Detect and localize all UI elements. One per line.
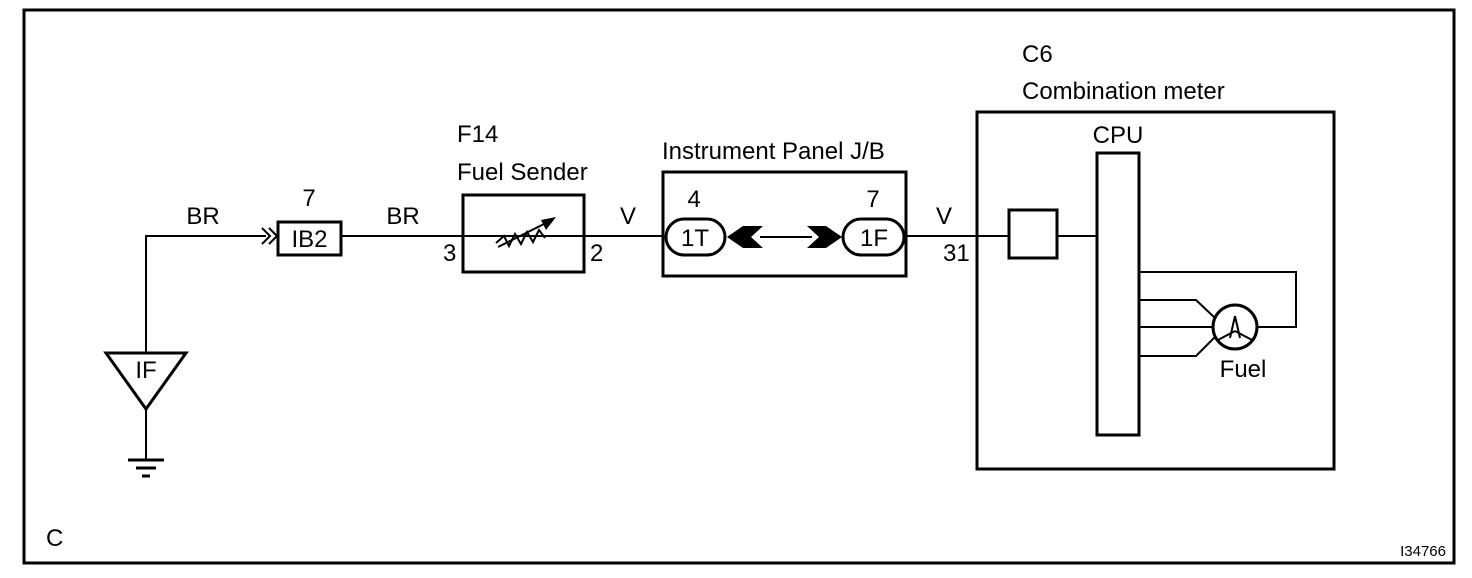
combination-meter-name: Combination meter: [1022, 78, 1225, 105]
wire-color-label-ib2: BR: [386, 203, 419, 230]
jb-connector-1t-label: 1T: [681, 225, 709, 252]
jb-right-chevron-icon: [807, 226, 842, 248]
jb-connector-1f: [841, 217, 906, 257]
wire-color-label-sender: V: [620, 203, 636, 230]
connector-ib2-pin: 7: [302, 185, 315, 212]
ground-point-if: IF: [103, 351, 189, 478]
combination-meter: C6 Combination meter CPU Fuel: [975, 41, 1336, 471]
wire-color-label-meter: V: [936, 203, 952, 230]
wire-color-label-ground: BR: [186, 203, 219, 230]
meter-input-block: [1007, 208, 1059, 260]
jb-connector-1f-label: 1F: [860, 225, 888, 252]
corner-label: C: [46, 525, 63, 552]
cpu-label: CPU: [1093, 122, 1144, 149]
chassis-ground-icon: [128, 458, 164, 478]
variable-resistor-icon: [495, 217, 556, 249]
jb-connector-1t-pin: 4: [687, 186, 700, 213]
diagram-frame: [22, 8, 1456, 565]
combination-meter-code: C6: [1022, 41, 1053, 68]
connector-ib2: IB2 7: [276, 185, 343, 257]
fuel-gauge-label: Fuel: [1220, 356, 1267, 383]
jb-left-chevron-icon: [727, 226, 763, 248]
combination-meter-pin: 31: [943, 240, 970, 267]
wire-ground-to-ib2: [145, 235, 266, 353]
junction-block-name: Instrument Panel J/B: [662, 138, 885, 165]
fuel-sender-name: Fuel Sender: [457, 159, 588, 186]
fuel-sender: F14 Fuel Sender 3 2: [443, 121, 603, 274]
cpu-block: [1095, 151, 1141, 437]
fuel-sender-code: F14: [457, 121, 498, 148]
connector-ib2-label: IB2: [291, 226, 327, 253]
jb-connector-1f-pin: 7: [866, 186, 879, 213]
fuel-sender-pin-out: 2: [590, 240, 603, 267]
jb-connector-1t: [664, 217, 727, 257]
fuel-sender-pin-in: 3: [443, 240, 456, 267]
fuel-gauge-icon: [1211, 303, 1259, 351]
figure-id: I34766: [1400, 543, 1446, 560]
ground-point-label: IF: [135, 357, 156, 384]
junction-block: Instrument Panel J/B 1T 4 1F 7: [661, 138, 908, 278]
